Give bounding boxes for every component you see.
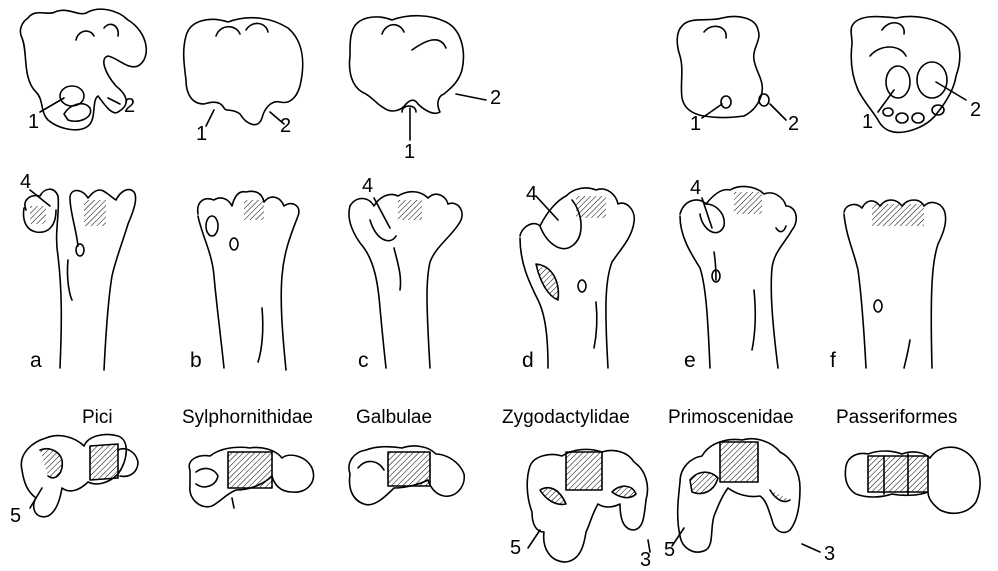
- taxon-name-d: Zygodactylidae: [502, 408, 630, 427]
- taxon-name-a: Pici: [82, 408, 113, 427]
- distal-end-f: [845, 447, 980, 513]
- label-2-a: 2: [124, 96, 135, 116]
- distal-end-a: [21, 434, 138, 516]
- label-1-b: 1: [196, 124, 207, 144]
- label-1-f: 1: [862, 112, 873, 132]
- taxon-name-e: Primoscenidae: [668, 408, 794, 427]
- distal-view-a: [24, 189, 136, 370]
- label-2-f: 2: [970, 100, 981, 120]
- column-letter-d: d: [522, 350, 534, 371]
- label-1-c: 1: [404, 142, 415, 162]
- distal-view-c: [349, 192, 462, 368]
- column-letter-b: b: [190, 350, 202, 371]
- column-letter-a: a: [30, 350, 42, 371]
- label-4-c: 4: [362, 176, 373, 196]
- taxon-name-c: Galbulae: [356, 408, 432, 427]
- proximal-view-c: [350, 16, 487, 140]
- proximal-view-e: [677, 17, 786, 121]
- distal-end-b: [189, 447, 313, 508]
- column-letter-c: c: [358, 350, 369, 371]
- label-5-e: 5: [664, 540, 675, 560]
- distal-end-e: [672, 439, 820, 552]
- label-5-d: 5: [510, 538, 521, 558]
- label-1-e: 1: [690, 114, 701, 134]
- label-5-a: 5: [10, 506, 21, 526]
- label-3-d: 3: [640, 550, 651, 570]
- label-2-b: 2: [280, 116, 291, 136]
- label-4-d: 4: [526, 184, 537, 204]
- distal-end-d: [527, 449, 650, 562]
- distal-end-c: [349, 446, 464, 505]
- column-letter-e: e: [684, 350, 696, 371]
- distal-view-b: [198, 191, 299, 370]
- distal-view-f: [844, 200, 946, 368]
- label-1-a: 1: [28, 112, 39, 132]
- proximal-view-b: [184, 18, 303, 126]
- taxon-name-f: Passeriformes: [836, 408, 957, 427]
- label-2-c: 2: [490, 88, 501, 108]
- distal-view-e: [680, 187, 796, 368]
- column-letter-f: f: [830, 350, 836, 371]
- label-4-e: 4: [690, 178, 701, 198]
- taxon-name-b: Sylphornithidae: [182, 408, 313, 427]
- label-3-e: 3: [824, 544, 835, 564]
- label-4-a: 4: [20, 172, 31, 192]
- label-2-e: 2: [788, 114, 799, 134]
- distal-view-d: [520, 188, 634, 368]
